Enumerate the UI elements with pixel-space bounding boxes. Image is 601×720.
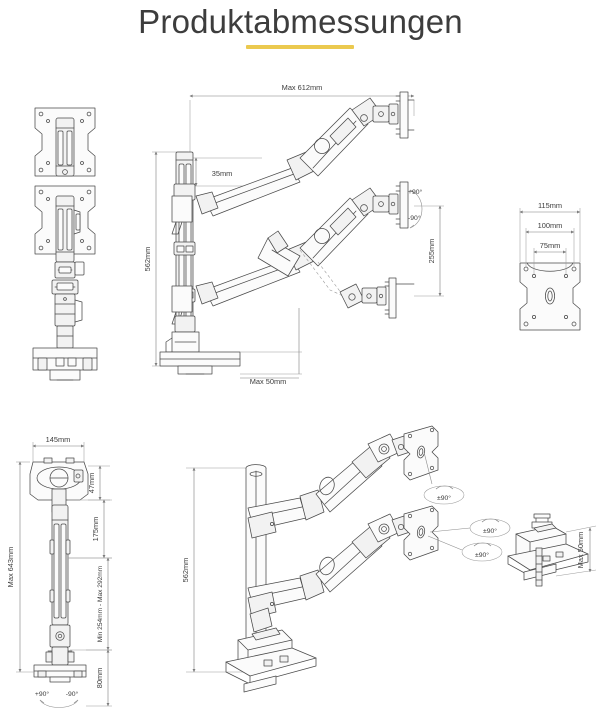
dim-label-vesa-75: 75mm (540, 241, 561, 250)
angle-label-rotate-3: ±90° (475, 551, 489, 559)
angle-label-tilt-down: -90° (408, 214, 421, 222)
angle-label-swivel-plus: +90° (35, 690, 50, 698)
side-arm-upper (171, 91, 415, 235)
dim-height-range: Min 254mm - Max 292mm (68, 557, 112, 651)
angle-label-rotate-1: ±90° (437, 494, 451, 502)
view-perspective: 562mm (181, 425, 511, 693)
dim-label-plate-115: 115mm (538, 201, 562, 210)
front-tilt-joint-top (55, 117, 75, 177)
perspective-arm-lower (247, 505, 439, 633)
head-detail-base (33, 664, 87, 683)
view-side-elevation: Max 612mm 562mm 35mm (143, 83, 444, 386)
rotation-callout-1: ±90° (423, 451, 465, 505)
rotation-callout-2: ±90° (429, 518, 511, 538)
side-arm-lowered-ghost (257, 230, 415, 319)
angle-label-rotate-2: ±90° (483, 527, 497, 535)
dim-vesa-75: 75mm (533, 241, 567, 274)
dim-label-total-643: Max 643mm (6, 547, 15, 588)
dim-label-clamp-50: Max 50mm (250, 377, 287, 386)
head-detail-column (45, 504, 75, 666)
dim-label-offset-35: 35mm (212, 169, 233, 178)
dim-vesa-100: 100mm (525, 221, 575, 266)
dim-label-height-range: Min 254mm - Max 292mm (97, 565, 104, 642)
dim-drop-255: 255mm (414, 205, 444, 297)
view-clamp-detail: Max 50mm (507, 513, 597, 587)
tilt-angle-callout: +90° -90° (408, 188, 423, 229)
angle-label-tilt-up: +90° (408, 188, 423, 196)
perspective-arm-upper (247, 425, 439, 539)
head-block (29, 457, 89, 513)
dim-label-drop-255: 255mm (427, 239, 436, 264)
title-underline-rule (246, 45, 354, 49)
page-header: Produktabmessungen (0, 0, 601, 62)
side-base-clamp (159, 315, 241, 375)
front-base-clamp (32, 347, 98, 381)
perspective-base-clamp (225, 627, 317, 693)
angle-label-swivel-minus: -90° (66, 690, 79, 698)
dim-label-column-height: 562mm (143, 247, 152, 272)
dim-label-desk-50: Max 50mm (576, 532, 585, 569)
dim-plate-115: 115mm (519, 201, 581, 262)
swivel-angle-callout: +90° -90° (35, 690, 79, 708)
dim-label-max-reach: Max 612mm (282, 83, 323, 92)
rotation-callout-3: ±90° (427, 535, 503, 562)
page-title: Produktabmessungen (138, 3, 463, 40)
dim-label-vesa-100: 100mm (538, 221, 563, 230)
front-arm-body (51, 195, 85, 349)
dim-desk-50: Max 50mm (555, 525, 597, 577)
view-head-detail: 145mm 47mm (6, 435, 112, 708)
dim-label-head-145: 145mm (46, 435, 71, 444)
dim-head-47: 47mm (87, 465, 110, 501)
view-vesa-plate: 115mm 100mm 75mm (519, 201, 581, 331)
dim-base-80: 80mm (86, 649, 112, 707)
dim-arm-175: 175mm (68, 499, 112, 559)
view-front-elevation (32, 107, 98, 381)
dim-label-base-80: 80mm (95, 668, 104, 689)
dim-label-head-47: 47mm (87, 473, 96, 494)
dim-label-arm-175: 175mm (91, 517, 100, 542)
dim-total-643: Max 643mm (6, 461, 34, 673)
dim-offset-35: 35mm (190, 157, 262, 187)
dim-clamp-50: Max 50mm (240, 308, 302, 386)
dim-max-reach: Max 612mm (189, 83, 415, 152)
dim-label-pole-562: 562mm (181, 558, 190, 583)
